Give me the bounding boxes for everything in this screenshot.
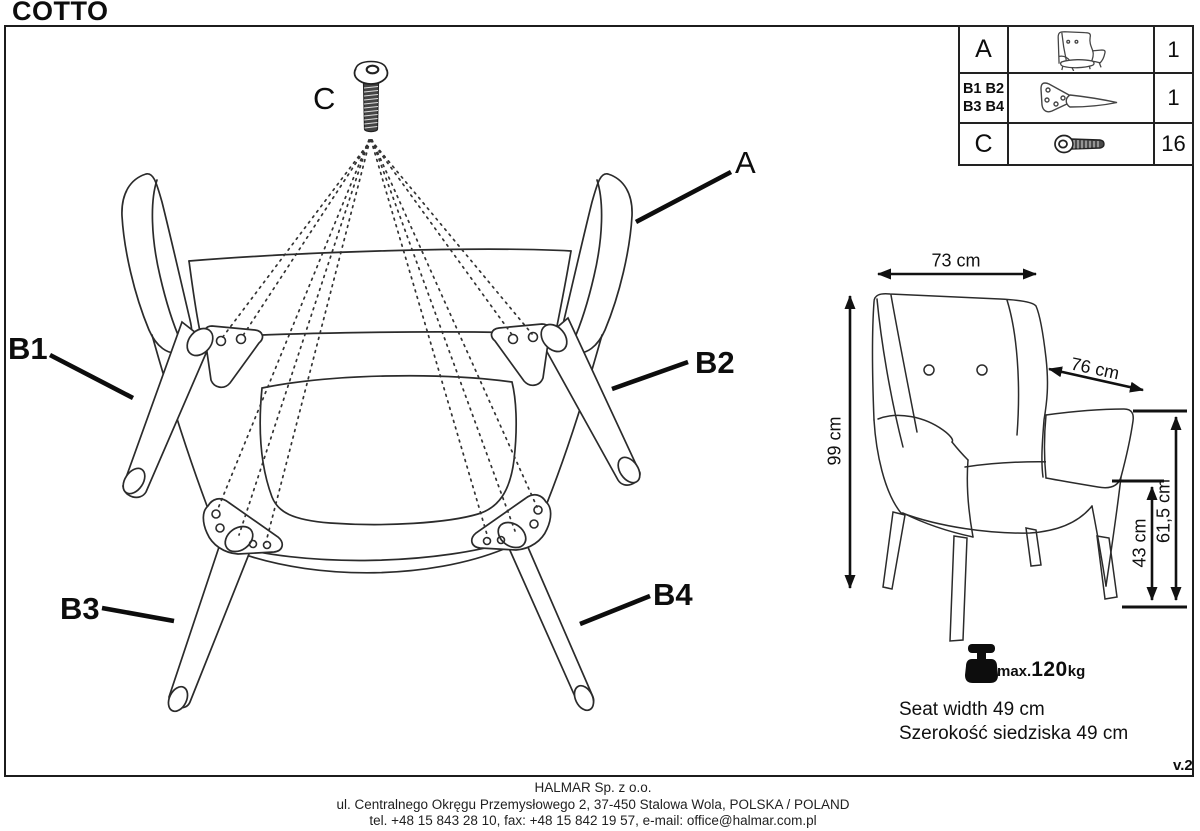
dimension-armrest-height: 61,5 cm — [1153, 478, 1174, 544]
part-label-c: C — [313, 81, 336, 116]
assembly-guide-lines — [216, 139, 538, 543]
bolt-icon — [1009, 124, 1155, 164]
dimension-view-drawing — [871, 293, 1134, 642]
dimension-arrows — [844, 268, 1187, 609]
mounting-plates — [186, 323, 568, 555]
armchair-icon — [1009, 27, 1155, 74]
leg-bracket-icon — [1009, 74, 1155, 124]
seat-width-pl: Szerokość siedziska 49 cm — [899, 723, 1129, 744]
seat-width-note: Seat width 49 cm Szerokość siedziska 49 … — [899, 698, 1128, 746]
parts-row-b-label-2: B3 B4 — [962, 99, 1005, 115]
seat-width-en: Seat width 49 cm — [899, 699, 1045, 720]
part-label-b4: B4 — [653, 577, 693, 612]
footer-address: ul. Centralnego Okręgu Przemysłowego 2, … — [336, 796, 850, 812]
max-load-prefix: max. — [997, 663, 1032, 680]
footer-contact: tel. +48 15 843 28 10, fax: +48 15 842 1… — [369, 813, 817, 828]
parts-row-b-label-1: B1 B2 — [962, 80, 1005, 97]
part-label-a: A — [735, 145, 756, 180]
max-load-unit: kg — [1067, 663, 1086, 680]
max-load-value: 120 — [1031, 658, 1068, 681]
parts-row-c-qty: 16 — [1161, 131, 1186, 156]
part-label-b2: B2 — [695, 345, 735, 380]
parts-table: A 1 B1 B2 B3 B4 1 C — [958, 25, 1194, 166]
dimension-width: 73 cm — [931, 250, 981, 271]
part-label-b1: B1 — [8, 331, 48, 366]
parts-row-b-qty: 1 — [1167, 85, 1180, 110]
version-label: v.2 — [1173, 757, 1193, 774]
parts-row-a-label: A — [975, 35, 992, 63]
part-label-b3: B3 — [60, 591, 100, 626]
dimension-height: 99 cm — [824, 416, 845, 466]
dimension-seat-height: 43 cm — [1129, 518, 1150, 568]
product-title: COTTO — [12, 0, 109, 26]
weight-icon — [965, 644, 998, 683]
footer-company: HALMAR Sp. z o.o. — [534, 780, 652, 795]
label-leader-lines — [48, 169, 733, 627]
parts-row-a-qty: 1 — [1167, 36, 1180, 62]
chair-underside-drawing — [121, 173, 641, 713]
parts-row-c-label: C — [974, 129, 993, 158]
footer: HALMAR Sp. z o.o. ul. Centralnego Okręgu… — [0, 780, 1186, 830]
bolt-drawing — [353, 60, 389, 133]
